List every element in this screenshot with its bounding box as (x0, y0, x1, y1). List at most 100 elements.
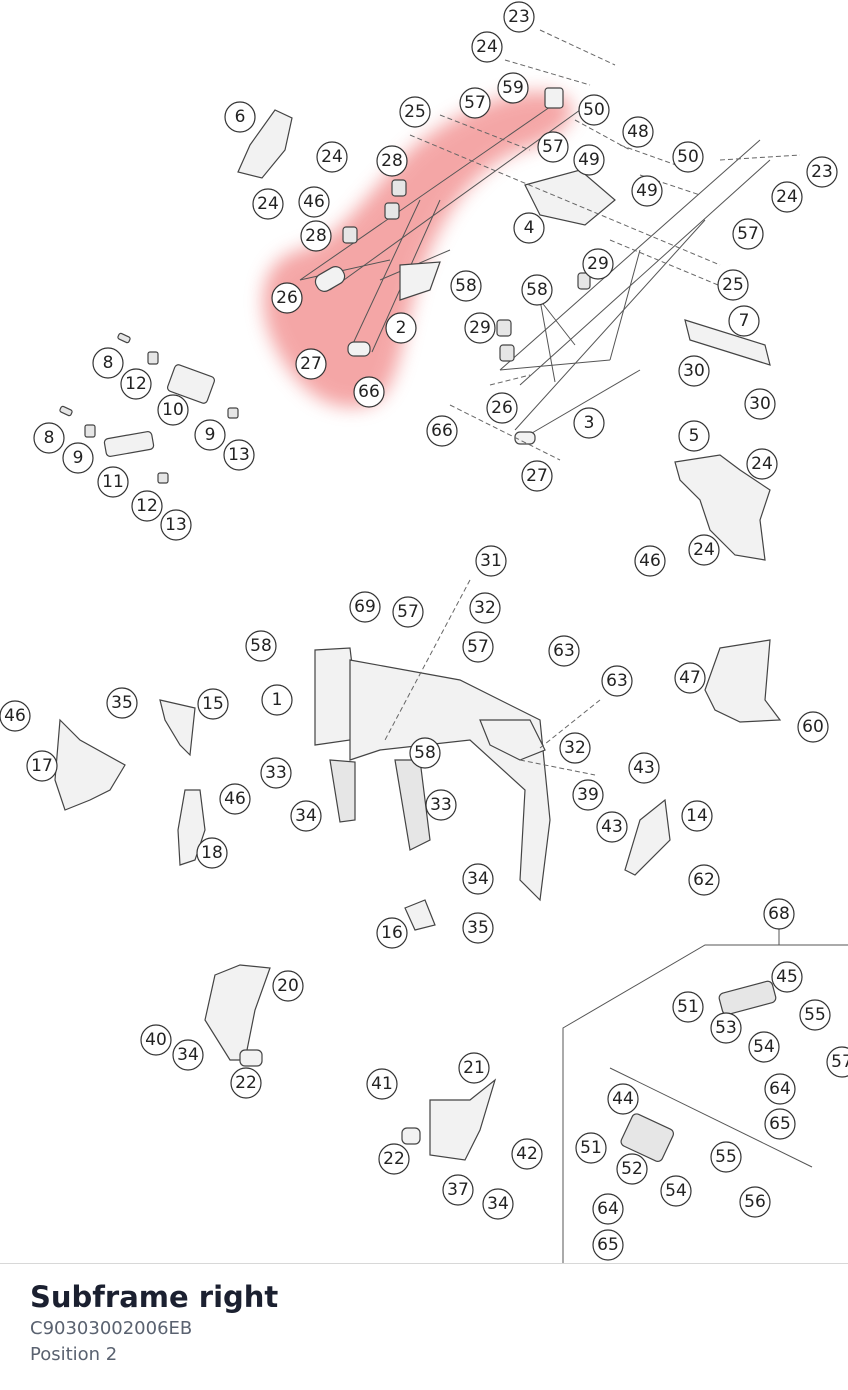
callout-14[interactable]: 14 (681, 800, 713, 832)
callout-20[interactable]: 20 (272, 970, 304, 1002)
callout-24[interactable]: 24 (252, 188, 284, 220)
callout-42[interactable]: 42 (511, 1138, 543, 1170)
callout-34[interactable]: 34 (482, 1188, 514, 1220)
callout-37[interactable]: 37 (442, 1174, 474, 1206)
callout-52[interactable]: 52 (616, 1153, 648, 1185)
callout-53[interactable]: 53 (710, 1012, 742, 1044)
callout-66[interactable]: 66 (353, 376, 385, 408)
callout-51[interactable]: 51 (575, 1132, 607, 1164)
callout-17[interactable]: 17 (26, 750, 58, 782)
callout-33[interactable]: 33 (425, 789, 457, 821)
callout-58[interactable]: 58 (409, 737, 441, 769)
callout-21[interactable]: 21 (458, 1052, 490, 1084)
callout-43[interactable]: 43 (596, 811, 628, 843)
bracket-6[interactable] (237, 109, 293, 179)
callout-26[interactable]: 26 (271, 282, 303, 314)
callout-28[interactable]: 28 (376, 145, 408, 177)
callout-63[interactable]: 63 (601, 665, 633, 697)
callout-46[interactable]: 46 (0, 700, 31, 732)
callout-51[interactable]: 51 (672, 991, 704, 1023)
callout-66[interactable]: 66 (426, 415, 458, 447)
callout-8[interactable]: 8 (92, 347, 124, 379)
callout-25[interactable]: 25 (717, 269, 749, 301)
callout-57[interactable]: 57 (537, 131, 569, 163)
callout-41[interactable]: 41 (366, 1068, 398, 1100)
callout-1[interactable]: 1 (261, 684, 293, 716)
callout-55[interactable]: 55 (710, 1141, 742, 1173)
callout-50[interactable]: 50 (672, 141, 704, 173)
bracket-20[interactable] (204, 964, 271, 1061)
callout-7[interactable]: 7 (728, 305, 760, 337)
callout-40[interactable]: 40 (140, 1024, 172, 1056)
callout-60[interactable]: 60 (797, 711, 829, 743)
callout-24[interactable]: 24 (471, 31, 503, 63)
bracket-14[interactable] (624, 798, 671, 876)
callout-22[interactable]: 22 (230, 1067, 262, 1099)
callout-46[interactable]: 46 (298, 186, 330, 218)
callout-26[interactable]: 26 (486, 392, 518, 424)
callout-8[interactable]: 8 (33, 422, 65, 454)
callout-32[interactable]: 32 (559, 732, 591, 764)
callout-13[interactable]: 13 (160, 509, 192, 541)
callout-64[interactable]: 64 (764, 1073, 796, 1105)
callout-31[interactable]: 31 (475, 545, 507, 577)
callout-5[interactable]: 5 (678, 420, 710, 452)
callout-18[interactable]: 18 (196, 837, 228, 869)
callout-35[interactable]: 35 (462, 912, 494, 944)
callout-56[interactable]: 56 (739, 1186, 771, 1218)
callout-23[interactable]: 23 (806, 156, 838, 188)
callout-24[interactable]: 24 (771, 181, 803, 213)
callout-49[interactable]: 49 (631, 175, 663, 207)
callout-11[interactable]: 11 (97, 466, 129, 498)
callout-15[interactable]: 15 (197, 688, 229, 720)
bracket-15[interactable] (159, 699, 196, 757)
callout-9[interactable]: 9 (194, 419, 226, 451)
callout-35[interactable]: 35 (106, 687, 138, 719)
side-cover-47[interactable] (704, 639, 782, 723)
callout-29[interactable]: 29 (464, 312, 496, 344)
callout-59[interactable]: 59 (497, 72, 529, 104)
callout-65[interactable]: 65 (764, 1108, 796, 1140)
callout-28[interactable]: 28 (300, 220, 332, 252)
callout-25[interactable]: 25 (399, 96, 431, 128)
callout-6[interactable]: 6 (224, 101, 256, 133)
callout-27[interactable]: 27 (521, 460, 553, 492)
callout-55[interactable]: 55 (799, 999, 831, 1031)
callout-65[interactable]: 65 (592, 1229, 624, 1261)
callout-64[interactable]: 64 (592, 1193, 624, 1225)
callout-58[interactable]: 58 (245, 630, 277, 662)
callout-34[interactable]: 34 (290, 800, 322, 832)
callout-23[interactable]: 23 (503, 1, 535, 33)
callout-3[interactable]: 3 (573, 407, 605, 439)
callout-33[interactable]: 33 (260, 757, 292, 789)
callout-24[interactable]: 24 (746, 448, 778, 480)
callout-49[interactable]: 49 (573, 144, 605, 176)
callout-58[interactable]: 58 (521, 274, 553, 306)
callout-68[interactable]: 68 (763, 898, 795, 930)
bracket-21[interactable] (429, 1078, 497, 1161)
callout-46[interactable]: 46 (634, 545, 666, 577)
callout-16[interactable]: 16 (376, 917, 408, 949)
callout-57[interactable]: 57 (826, 1046, 848, 1078)
callout-2[interactable]: 2 (385, 312, 417, 344)
callout-39[interactable]: 39 (572, 779, 604, 811)
callout-62[interactable]: 62 (688, 864, 720, 896)
callout-24[interactable]: 24 (688, 534, 720, 566)
callout-32[interactable]: 32 (469, 592, 501, 624)
callout-57[interactable]: 57 (392, 596, 424, 628)
callout-13[interactable]: 13 (223, 439, 255, 471)
callout-54[interactable]: 54 (748, 1031, 780, 1063)
callout-9[interactable]: 9 (62, 442, 94, 474)
callout-30[interactable]: 30 (678, 355, 710, 387)
callout-34[interactable]: 34 (462, 863, 494, 895)
callout-29[interactable]: 29 (582, 248, 614, 280)
callout-34[interactable]: 34 (172, 1039, 204, 1071)
callout-27[interactable]: 27 (295, 348, 327, 380)
callout-69[interactable]: 69 (349, 591, 381, 623)
callout-54[interactable]: 54 (660, 1175, 692, 1207)
callout-48[interactable]: 48 (622, 116, 654, 148)
callout-58[interactable]: 58 (450, 270, 482, 302)
callout-12[interactable]: 12 (131, 490, 163, 522)
callout-57[interactable]: 57 (732, 218, 764, 250)
